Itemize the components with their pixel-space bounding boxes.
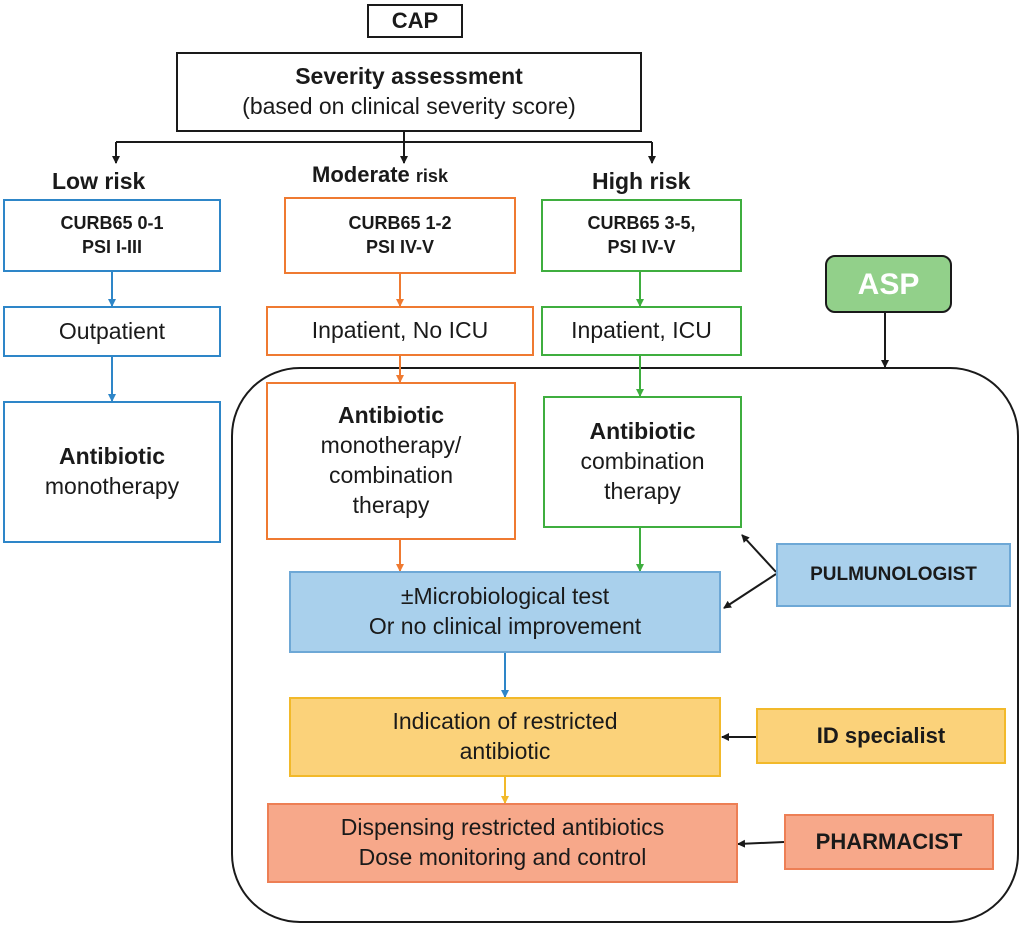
low-risk-heading: Low risk [52,168,146,194]
micro-line2: Or no clinical improvement [368,613,642,639]
high-risk-score-box: CURB65 3-5, PSI IV-V [541,199,742,272]
cap-box: CAP [367,4,463,38]
high-setting-label: Inpatient, ICU [571,317,712,344]
moderate-treatment-line1: monotherapy/ [320,432,462,459]
cap-label: CAP [391,7,439,33]
dispensing-box: Dispensing restricted antibiotics Dose m… [267,803,738,883]
micro-line1: ±Microbiological test [400,583,610,610]
severity-title: Severity assessment [295,63,523,90]
low-treatment-line1: monotherapy [44,473,180,499]
id-specialist-label: ID specialist [816,722,946,748]
high-score-line2: PSI IV-V [607,236,676,257]
id-specialist-box: ID specialist [756,708,1006,764]
arrow-pulm-to-micro [723,573,777,609]
dispensing-line1: Dispensing restricted antibiotics [340,814,665,841]
arrow-pulm-to-combination [741,534,777,573]
severity-subtitle: (based on clinical severity score) [242,93,576,119]
low-risk-setting-box: Outpatient [3,306,221,357]
moderate-risk-score-box: CURB65 1-2 PSI IV-V [284,197,516,274]
pharmacist-box: PHARMACIST [784,814,994,870]
pulmonologist-label: PULMUNOLOGIST [810,563,977,585]
high-treatment-line2: therapy [604,477,681,504]
moderate-treatment-bold: Antibiotic [337,402,445,429]
moderate-setting-label: Inpatient, No ICU [311,317,489,344]
arrow-pharm-to-dispensing [737,839,785,848]
dispensing-line2: Dose monitoring and control [358,844,647,870]
pharmacist-label: PHARMACIST [815,828,963,854]
pulmonologist-box: PULMUNOLOGIST [776,543,1011,607]
high-risk-heading: High risk [592,168,691,194]
moderate-score-line1: CURB65 1-2 [348,213,452,234]
restricted-indication-box: Indication of restricted antibiotic [289,697,721,777]
low-setting-label: Outpatient [58,317,166,344]
asp-program-region [231,367,1019,923]
low-score-line1: CURB65 0-1 [60,213,164,234]
low-treatment-bold: Antibiotic [58,443,166,470]
low-risk-score-box: CURB65 0-1 PSI I-III [3,199,221,272]
moderate-risk-setting-box: Inpatient, No ICU [266,306,534,356]
moderate-heading-main: Moderate [312,162,410,187]
low-risk-treatment-box: Antibiotic monotherapy [3,401,221,543]
moderate-heading-suffix: risk [415,166,448,186]
moderate-score-line2: PSI IV-V [365,236,435,257]
severity-assessment-box: Severity assessment (based on clinical s… [176,52,642,132]
moderate-risk-heading: Moderate risk [312,162,448,188]
low-score-line2: PSI I-III [81,236,142,257]
moderate-treatment-line3: therapy [352,491,430,518]
indication-line1: Indication of restricted [392,708,618,735]
high-treatment-bold: Antibiotic [589,418,696,445]
high-score-line1: CURB65 3-5, [587,213,696,234]
high-risk-setting-box: Inpatient, ICU [541,306,742,356]
indication-line2: antibiotic [459,738,551,764]
high-risk-treatment-box: Antibiotic combination therapy [543,396,742,528]
moderate-risk-treatment-box: Antibiotic monotherapy/ combination ther… [266,382,516,540]
asp-label: ASP [857,267,920,301]
asp-box: ASP [825,255,952,313]
high-treatment-line1: combination [580,448,705,475]
microbiological-test-box: ±Microbiological test Or no clinical imp… [289,571,721,653]
moderate-treatment-line2: combination [328,462,454,488]
